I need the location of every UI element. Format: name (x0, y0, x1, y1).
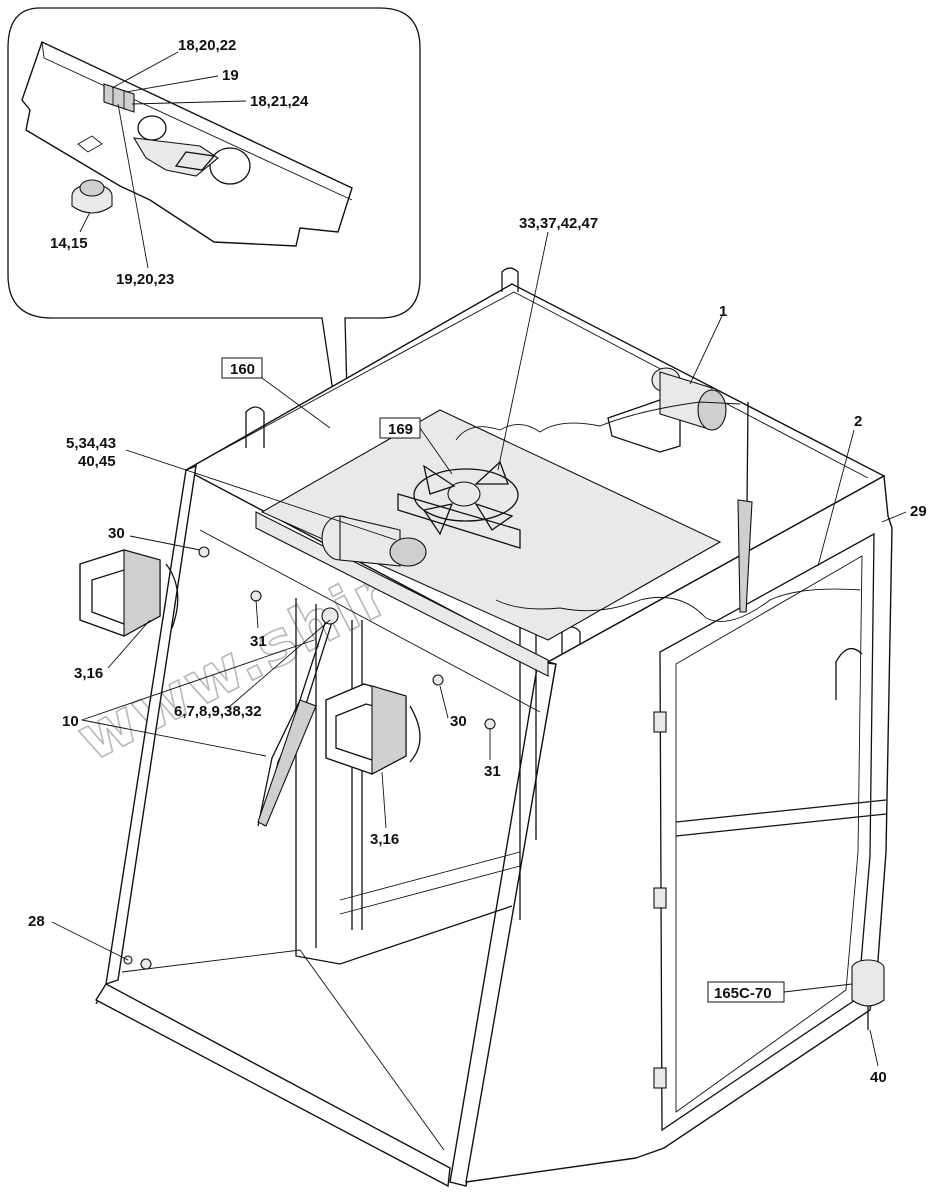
label-detail-top-c: 18,21,24 (250, 93, 309, 110)
label-box-165c: 165C-70 (714, 985, 772, 1002)
label-right-rail: 2 (854, 413, 862, 430)
label-center-nut: 31 (484, 763, 501, 780)
label-wiper-parts: 6,7,8,9,38,32 (174, 703, 262, 720)
label-box-169: 169 (388, 421, 413, 438)
detail-inset (7, 7, 421, 506)
label-left-nut: 31 (250, 633, 267, 650)
label-left-beam-a: 5,34,43 (66, 435, 116, 452)
label-detail-top-b: 19 (222, 67, 239, 84)
label-right-edge: 29 (910, 503, 927, 520)
leader-lines (51, 231, 907, 1067)
label-left-beam-b: 40,45 (78, 453, 116, 470)
label-center-bolt: 30 (450, 713, 467, 730)
label-detail-top-a: 18,20,22 (178, 37, 236, 54)
roof-assembly (260, 367, 861, 641)
callout-box-165c (707, 981, 785, 1003)
label-wiper-left: 10 (62, 713, 79, 730)
callout-box-169 (379, 417, 421, 439)
left-work-lamp (79, 549, 179, 637)
label-beacon: 40 (870, 1069, 887, 1086)
cab-frame (95, 267, 893, 1188)
label-fan-parts: 33,37,42,47 (519, 215, 598, 232)
label-detail-bottom: 19,20,23 (116, 271, 174, 288)
fan (397, 460, 521, 549)
label-left-bolt: 30 (108, 525, 125, 542)
beacon (851, 959, 885, 1030)
label-center-lamp: 3,16 (370, 831, 399, 848)
label-box-160: 160 (230, 361, 255, 378)
left-wiper (257, 607, 339, 827)
label-detail-knob: 14,15 (50, 235, 88, 252)
labels: 18,20,22 19 18,21,24 14,15 19,20,23 33,3… (28, 37, 927, 1086)
label-left-lamp: 3,16 (74, 665, 103, 682)
center-work-lamp (325, 683, 421, 775)
callout-box-160 (221, 357, 263, 379)
label-motor: 1 (719, 303, 727, 320)
label-bottom-left: 28 (28, 913, 45, 930)
